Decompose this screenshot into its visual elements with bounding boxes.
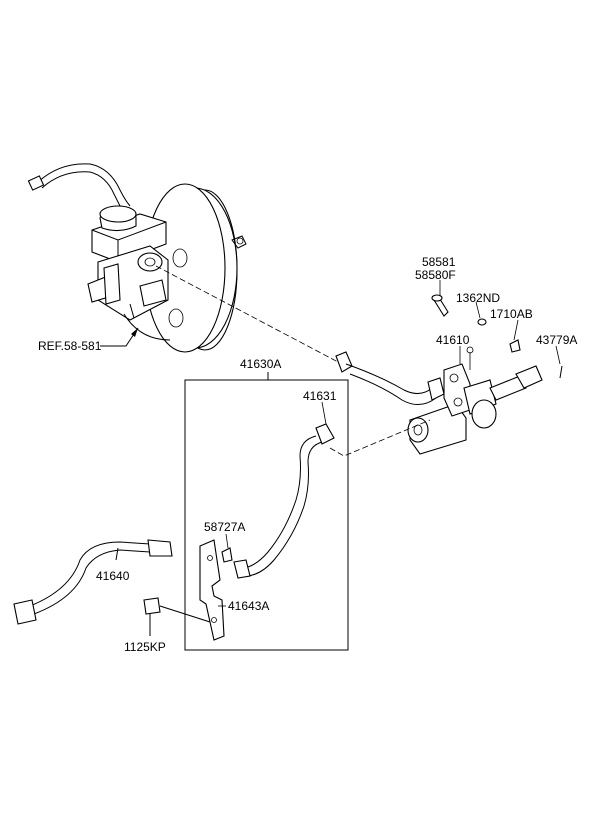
clutch-hose — [335, 351, 445, 405]
label-41643a: 41643A — [228, 599, 269, 613]
bolt-1125kp — [143, 597, 211, 636]
master-cylinder — [87, 205, 171, 341]
pipe-41631 — [233, 423, 335, 579]
label-41610: 41610 — [436, 333, 470, 347]
clutch-master-cylinder — [407, 346, 543, 455]
reservoir-hose — [27, 163, 131, 211]
pin-58581 — [431, 294, 449, 317]
clip-1710ab — [509, 339, 521, 353]
label-1362nd: 1362ND — [456, 291, 500, 305]
label-58727a: 58727A — [204, 520, 245, 534]
label-43779a: 43779A — [536, 333, 577, 347]
label-41630a: 41630A — [240, 357, 281, 371]
ref-label: REF.58-581 — [38, 339, 102, 353]
leader-lines — [218, 280, 561, 607]
label-1125kp: 1125KP — [124, 640, 166, 654]
connection-dash-2 — [329, 419, 431, 457]
connection-dash-1 — [155, 265, 339, 363]
ref-leader — [100, 327, 139, 347]
label-41631: 41631 — [303, 389, 337, 403]
label-1710ab: 1710AB — [490, 307, 533, 321]
washer-1362nd — [477, 318, 487, 326]
assembly-box-41630a — [184, 379, 349, 651]
label-58581: 58581 — [422, 255, 456, 269]
bracket-41643a — [199, 539, 233, 641]
cotter-pin-43779a — [559, 365, 563, 379]
label-41640: 41640 — [96, 569, 130, 583]
ref-arrow — [131, 328, 138, 337]
label-58580f: 58580F — [415, 268, 456, 282]
hose-41640 — [13, 539, 173, 625]
